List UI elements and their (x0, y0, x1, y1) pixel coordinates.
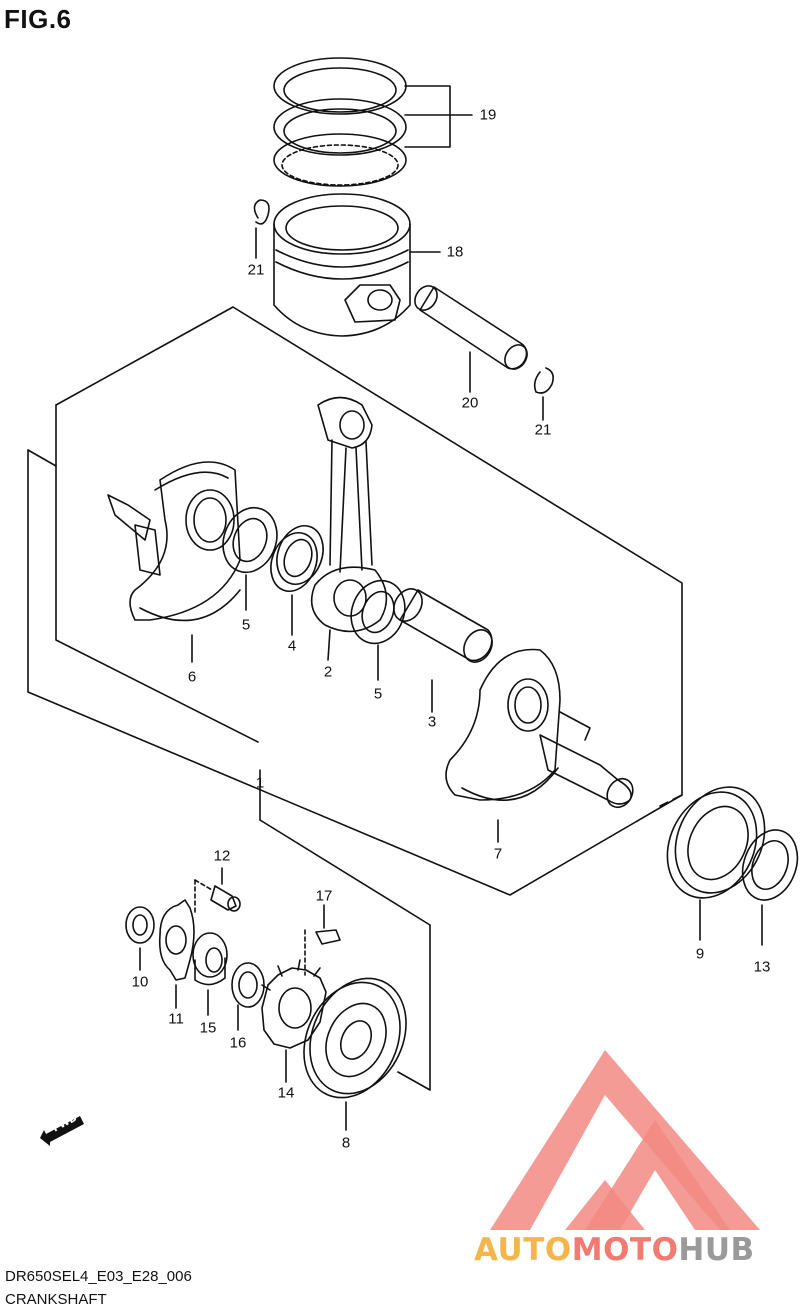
piston-rings (273, 57, 473, 187)
callout-10: 10 (131, 973, 149, 991)
assembly-outline (27, 306, 683, 1091)
callout-12: 12 (213, 847, 231, 865)
callout-11: 11 (168, 1010, 184, 1028)
model-code: DR650SEL4_E03_E28_006 (5, 1268, 192, 1285)
watermark-hub: HUB (678, 1232, 755, 1268)
callout-9: 9 (695, 945, 705, 963)
watermark-moto: MOTO (571, 1232, 679, 1268)
callout-2: 2 (323, 663, 333, 681)
thrust-washers (222, 506, 406, 681)
bearing-nut (741, 829, 799, 946)
spacer (192, 932, 228, 1016)
piston-pin (414, 285, 528, 393)
connecting-rod (310, 396, 388, 661)
forward-arrow-icon (40, 1116, 84, 1146)
figure-title: FIG.6 (4, 4, 72, 34)
right-main-bearing (666, 786, 766, 941)
primary-drive-gear (261, 959, 327, 1083)
callout-13: 13 (753, 958, 771, 976)
callout-19: 19 (479, 106, 497, 124)
watermark-wordmark: AUTOMOTOHUB (474, 1232, 755, 1268)
left-crank-web (107, 461, 241, 663)
washer (231, 962, 265, 1031)
circlips (253, 199, 554, 421)
callout-21-lower: 21 (534, 421, 552, 439)
watermark-auto: AUTO (474, 1232, 572, 1268)
right-crank-web (445, 648, 634, 843)
crank-pin (393, 588, 493, 713)
piston (273, 193, 441, 337)
callout-8: 8 (341, 1134, 351, 1152)
group-name: CRANKSHAFT (5, 1291, 107, 1308)
callout-1: 1 (255, 774, 265, 792)
oil-seal (125, 906, 155, 971)
callout-7: 7 (493, 845, 503, 863)
left-main-bearing (303, 977, 407, 1131)
callout-6: 6 (187, 668, 197, 686)
callout-20: 20 (461, 394, 479, 412)
retainer-bolt (194, 867, 241, 913)
callout-15: 15 (199, 1019, 217, 1037)
callout-18: 18 (446, 243, 464, 261)
callout-3: 3 (427, 713, 437, 731)
automotohub-logo-icon (490, 1050, 760, 1230)
callout-21-upper: 21 (247, 261, 265, 279)
forward-direction-badge: FWD (40, 1112, 84, 1146)
woodruff-key (304, 904, 341, 976)
retainer-plate (158, 899, 195, 1009)
big-end-bearing (270, 525, 324, 636)
callout-17: 17 (315, 887, 333, 905)
callout-4: 4 (287, 637, 297, 655)
callout-5-right: 5 (373, 685, 383, 703)
callout-14: 14 (277, 1084, 295, 1102)
callout-16: 16 (229, 1034, 247, 1052)
callout-5-left: 5 (241, 616, 251, 634)
